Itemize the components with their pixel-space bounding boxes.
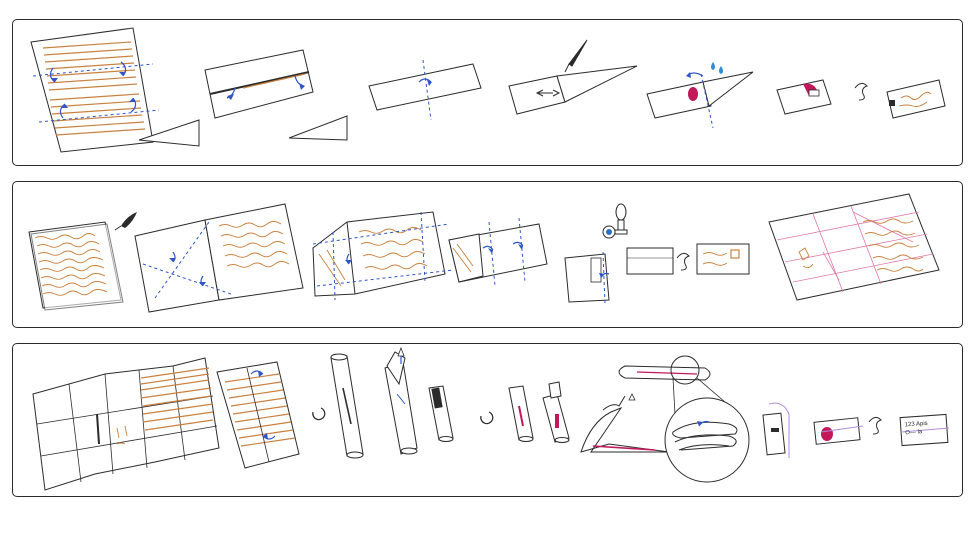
step-6-tucked-packet: [580, 393, 670, 453]
magnifier-icon: [670, 355, 700, 385]
instruction-row-3: 123 Apis O— la: [12, 343, 963, 497]
instruction-row-1: [12, 19, 963, 166]
step-3-long-strip: [368, 59, 482, 121]
address-note: 123 Apis O— la: [904, 420, 928, 437]
step-5-sealed-tube: [508, 381, 570, 443]
row-2-illustrations: [28, 193, 940, 313]
step-4-strip-with-slot: [508, 39, 638, 115]
step-6-packet-front-back: [776, 79, 946, 119]
water-drop-icon: [711, 62, 715, 70]
rotate-arrow-icon: [480, 411, 494, 425]
flip-arrow-icon: [676, 252, 690, 271]
step-7-magnified-detail: [618, 355, 750, 483]
step-1-lined-letter: [30, 27, 200, 153]
seal-stamp-icon: [614, 203, 628, 235]
feather-quill-icon: [121, 212, 137, 228]
step-4-short-tube: [428, 385, 454, 442]
step-2-folded-strip: [204, 49, 348, 141]
step-2-accordion-fold: [216, 361, 300, 469]
step-9-final-packet: [813, 413, 950, 447]
step-5-stamp-and-packet: [564, 203, 750, 305]
step-8-side-view: [762, 402, 790, 458]
step-1-grid-folded-letter: [32, 357, 220, 491]
step-1-handwritten-letter: [28, 212, 137, 311]
wax-seal-icon: [688, 87, 698, 101]
row-1-illustrations: [30, 27, 946, 153]
step-4-folded-sheet: [448, 217, 548, 287]
step-5-sealed-strip: [646, 62, 754, 129]
instruction-row-2: [12, 181, 963, 328]
rotate-arrow-icon: [312, 407, 326, 421]
flip-arrow-icon: [854, 82, 868, 101]
feather-quill-icon: [568, 39, 588, 67]
step-3-rolled-tubes: [330, 346, 418, 459]
step-6-unfolded-with-guides: [768, 193, 940, 301]
row-3-illustrations: [32, 346, 950, 491]
water-drop-icon: [719, 66, 723, 74]
step-2-open-letter-diagonal-folds: [134, 203, 304, 313]
flip-arrow-icon: [868, 416, 882, 435]
step-3-triangular-fold: [312, 211, 454, 301]
